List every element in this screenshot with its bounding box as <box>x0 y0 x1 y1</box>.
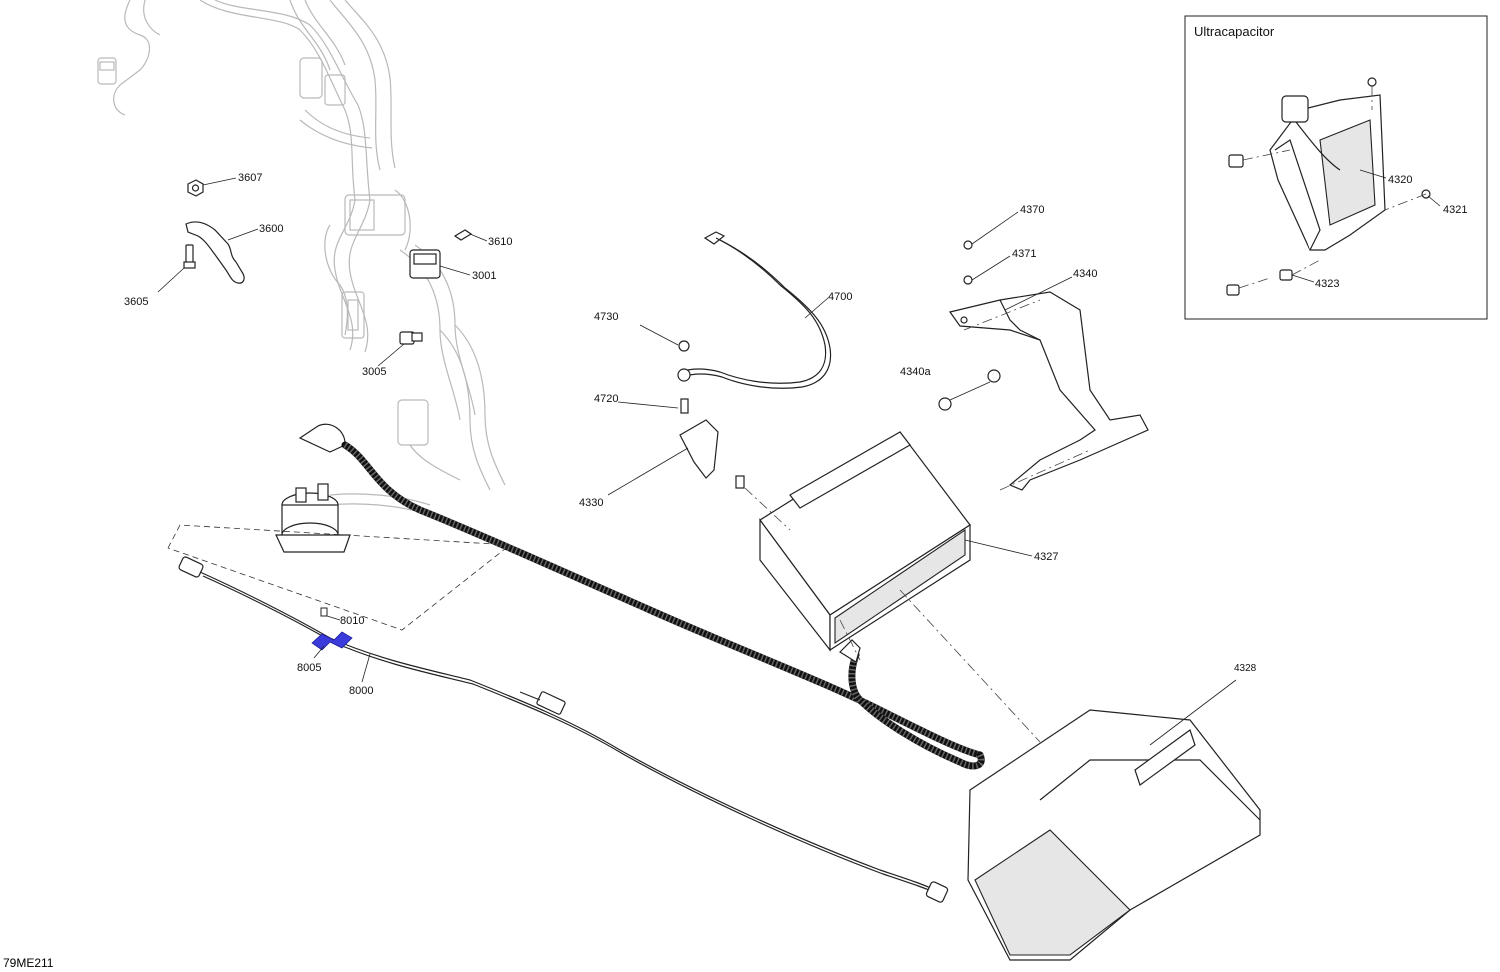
battery-bracket-4340 <box>938 211 1149 491</box>
battery-cover-4328 <box>967 679 1261 961</box>
callout-3607: 3607 <box>238 172 262 184</box>
callout-4328: 4328 <box>1234 663 1257 674</box>
callout-8005: 8005 <box>297 662 321 674</box>
callout-8000: 8000 <box>349 685 373 697</box>
callout-4320: 4320 <box>1388 174 1412 186</box>
callout-4371: 4371 <box>1012 248 1036 260</box>
clip-8005-highlighted <box>311 607 371 683</box>
callout-4321: 4321 <box>1443 204 1467 216</box>
callout-4327: 4327 <box>1034 551 1058 563</box>
ghost-wiring-harness <box>97 0 506 516</box>
callout-4730: 4730 <box>594 311 618 323</box>
callout-3600: 3600 <box>259 223 283 235</box>
ultracapacitor-inset <box>1184 15 1488 320</box>
callout-8010: 8010 <box>340 615 364 627</box>
positive-battery-cable <box>298 423 985 770</box>
starter-solenoid <box>275 483 351 553</box>
callout-4700: 4700 <box>828 291 852 303</box>
battery-4327 <box>744 431 1091 743</box>
callout-4370: 4370 <box>1020 204 1044 216</box>
callout-4340a: 4340a <box>900 366 931 378</box>
ground-cable-assembly <box>157 177 259 293</box>
callout-4720: 4720 <box>594 393 618 405</box>
callout-4330: 4330 <box>579 497 603 509</box>
callout-3001: 3001 <box>472 270 496 282</box>
inset-title: Ultracapacitor <box>1194 24 1275 39</box>
callout-4323: 4323 <box>1315 278 1339 290</box>
connector-parts <box>377 229 488 367</box>
callout-4340: 4340 <box>1073 268 1097 280</box>
sensor-wire-8000 <box>167 524 949 903</box>
drawing-code: 79ME211 <box>3 956 54 970</box>
negative-cable-parts <box>607 231 832 496</box>
callout-3005: 3005 <box>362 366 386 378</box>
callout-3605: 3605 <box>124 296 148 308</box>
callout-3610: 3610 <box>488 236 512 248</box>
